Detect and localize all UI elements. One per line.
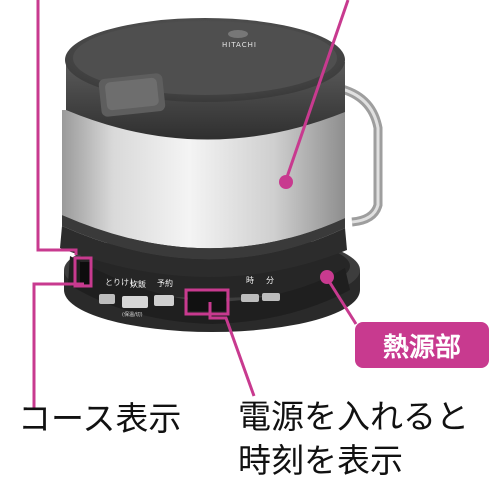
course-label-leader [32, 282, 84, 410]
time-display-leader [208, 302, 256, 397]
hour-label: 時 [246, 276, 254, 285]
callout-lines [32, 0, 358, 410]
steam-vent [228, 30, 248, 38]
course-display-label: コース表示 [18, 399, 182, 438]
minute-button[interactable] [262, 293, 280, 301]
power-time-label: 電源を入れると 時刻を表示 [238, 395, 469, 483]
body-leader [284, 0, 350, 181]
toroke-label: とりけし [105, 278, 137, 287]
suihan-button[interactable] [122, 296, 148, 308]
hour-button[interactable] [241, 294, 259, 302]
course-display [80, 262, 90, 284]
brand-logo: HITACHI [222, 41, 257, 49]
control-panel: とりけし 炊飯 予約 時 分 (保温/切) [68, 256, 350, 324]
handle [336, 83, 383, 227]
time-display-highlight [184, 288, 230, 316]
suihan-label: 炊飯 [130, 279, 146, 289]
power-time-line-1: 電源を入れると [238, 397, 469, 436]
course-display-leader [36, 0, 78, 255]
toroke-button[interactable] [99, 294, 115, 304]
suihan-sub-label: (保温/切) [122, 311, 143, 318]
course-display-highlight [73, 256, 93, 288]
minute-label: 分 [266, 276, 274, 285]
body-dot [279, 175, 293, 189]
callout-dots [279, 175, 334, 284]
body [60, 110, 347, 278]
power-time-line-2: 時刻を表示 [238, 441, 403, 480]
heat-source-dot [320, 270, 334, 284]
lid: HITACHI [65, 18, 345, 140]
time-display [188, 291, 226, 311]
yoyaku-label: 予約 [157, 278, 173, 288]
yoyaku-button[interactable] [154, 295, 174, 306]
heat-source-callout: 熱源部 [355, 322, 489, 368]
highlight-boxes [73, 256, 230, 316]
heat-source-label: 熱源部 [382, 332, 461, 363]
heat-source-leader [325, 277, 358, 325]
